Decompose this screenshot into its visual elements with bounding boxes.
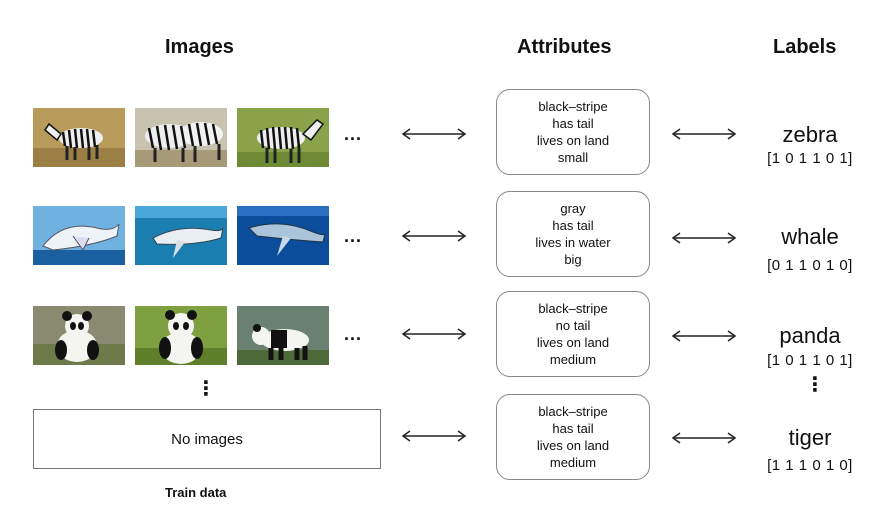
attribute-box-panda: black–stripe no tail lives on land mediu…: [496, 291, 650, 377]
attribute-text: lives on land: [536, 438, 610, 453]
zebra-image-3: [237, 108, 329, 167]
attributes-labels-arrow-3: [670, 329, 738, 343]
label-panda: panda: [779, 323, 841, 348]
attribute-text: lives in water: [535, 235, 611, 250]
images-attributes-arrow-1: [400, 127, 468, 141]
vector-panda: [1 0 1 1 0 1]: [767, 352, 853, 369]
attribute-text: black–stripe: [538, 301, 608, 316]
attribute-text: big: [564, 252, 582, 267]
attribute-text: has tail: [552, 421, 594, 436]
label-whale: whale: [781, 224, 839, 249]
images-attributes-arrow-2: [400, 229, 468, 243]
header-attributes: Attributes: [517, 36, 612, 58]
attribute-text: black–stripe: [538, 404, 608, 419]
labels-vertical-ellipsis: ⋮: [805, 374, 825, 396]
attributes-labels-arrow-1: [670, 127, 738, 141]
attribute-box-zebra: black–stripe has tail lives on land smal…: [496, 89, 650, 175]
attribute-text: lives on land: [536, 133, 610, 148]
panda-image-3: [237, 306, 329, 365]
zebra-image-2: [135, 108, 227, 167]
panda-more-ellipsis: ...: [344, 324, 363, 344]
attribute-box-whale: gray has tail lives in water big: [496, 191, 650, 277]
images-attributes-arrow-4: [400, 429, 468, 443]
attributes-labels-arrow-4: [670, 431, 738, 445]
whale-image-3: [237, 206, 329, 265]
attribute-text: small: [557, 150, 589, 165]
header-labels: Labels: [773, 36, 837, 58]
train-data-caption: Train data: [165, 485, 227, 500]
attribute-text: has tail: [552, 218, 594, 233]
whale-image-2: [135, 206, 227, 265]
no-images-box: No images: [33, 409, 381, 469]
vector-zebra: [1 0 1 1 0 1]: [767, 150, 853, 167]
panda-image-2: [135, 306, 227, 365]
zebra-more-ellipsis: ...: [344, 124, 363, 144]
attribute-text: medium: [549, 352, 597, 367]
attribute-text: has tail: [552, 116, 594, 131]
attribute-text: no tail: [555, 318, 591, 333]
attributes-labels-arrow-2: [670, 231, 738, 245]
attribute-text: lives on land: [536, 335, 610, 350]
label-tiger: tiger: [788, 425, 832, 450]
whale-more-ellipsis: ...: [344, 226, 363, 246]
vector-tiger: [1 1 1 0 1 0]: [767, 457, 853, 474]
label-zebra: zebra: [782, 122, 838, 147]
attribute-text: black–stripe: [538, 99, 608, 114]
attribute-text: gray: [560, 201, 586, 216]
images-vertical-ellipsis: ⋮: [196, 378, 216, 400]
attribute-text: medium: [549, 455, 597, 470]
vector-whale: [0 1 1 0 1 0]: [767, 257, 853, 274]
whale-image-1: [33, 206, 125, 265]
no-images-text: No images: [171, 430, 243, 448]
panda-image-1: [33, 306, 125, 365]
attribute-box-tiger: black–stripe has tail lives on land medi…: [496, 394, 650, 480]
images-attributes-arrow-3: [400, 327, 468, 341]
header-images: Images: [165, 36, 234, 58]
zebra-image-1: [33, 108, 125, 167]
